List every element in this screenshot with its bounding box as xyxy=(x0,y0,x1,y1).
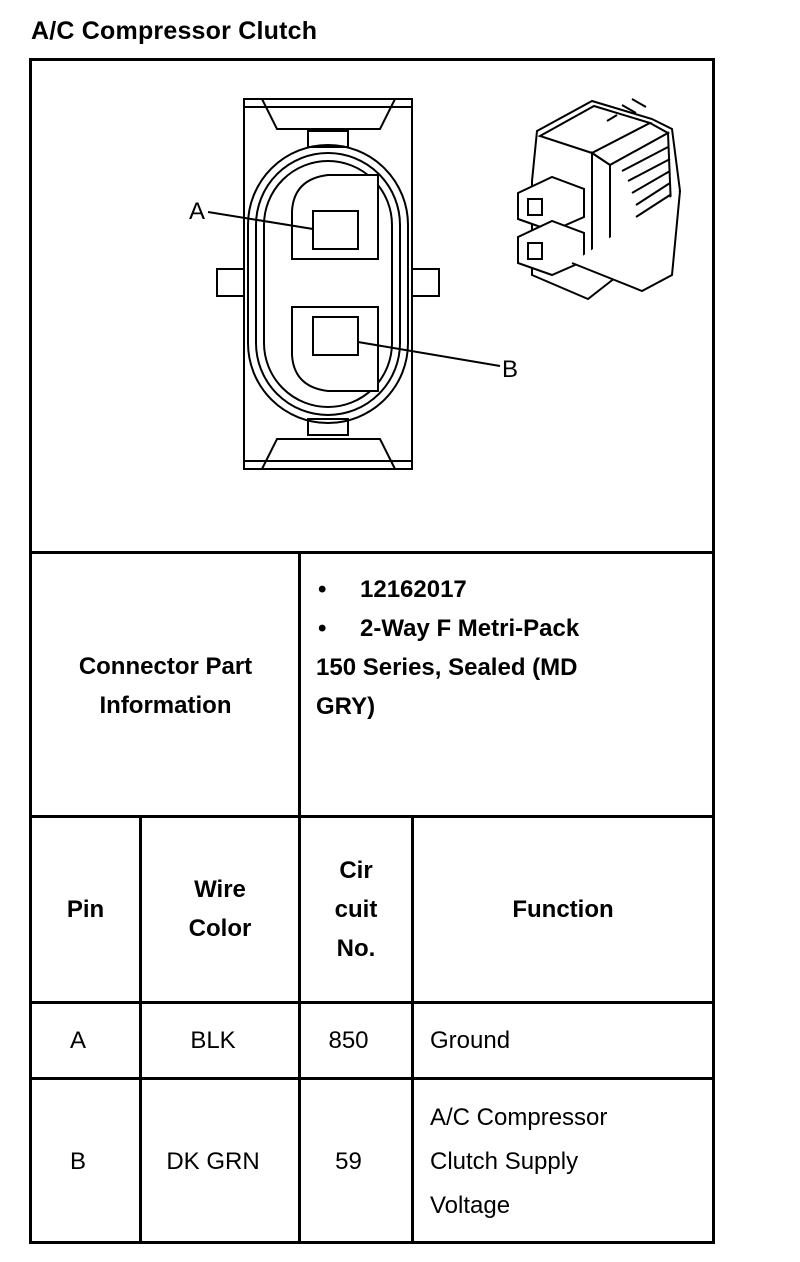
divider xyxy=(29,1077,715,1080)
connector-type-item: • 2-Way F Metri-Pack xyxy=(316,609,706,648)
part-number: 12162017 xyxy=(360,576,467,603)
pin-b-callout: B xyxy=(502,356,518,383)
divider xyxy=(29,815,715,818)
circuit-header-line: cuit xyxy=(334,895,378,923)
page-title: A/C Compressor Clutch xyxy=(31,17,318,45)
circuit-header-line: Cir xyxy=(339,856,373,884)
table-row-circuit: 850 xyxy=(328,1026,369,1054)
wire-color-header-line: Color xyxy=(188,915,252,942)
function-line: A/C Compressor xyxy=(430,1104,608,1131)
connector-type-continued: 150 Series, Sealed (MD xyxy=(316,654,578,681)
connector-diagram: A B xyxy=(32,61,712,551)
table-frame xyxy=(29,58,715,1244)
table-row-circuit: 59 xyxy=(335,1148,362,1175)
part-number-item: • 12162017 xyxy=(316,570,706,609)
function-line: Clutch Supply xyxy=(430,1148,579,1175)
connector-part-label: Connector Part Information xyxy=(32,555,299,816)
bullet-icon: • xyxy=(318,615,327,642)
wire-color-header-line: Wire xyxy=(194,876,246,903)
wire-color-header: Wire Color xyxy=(142,817,298,1001)
table-row-pin: B xyxy=(69,1148,86,1175)
divider xyxy=(139,817,142,1244)
table-row-function: A/C Compressor Clutch Supply Voltage xyxy=(430,1080,710,1244)
pin-header: Pin xyxy=(66,895,105,923)
pin-a-callout: A xyxy=(189,198,205,225)
table-row-function: Ground xyxy=(430,1026,511,1054)
function-header: Function xyxy=(512,895,614,923)
divider xyxy=(298,553,301,1244)
connector-part-info: • 12162017 • 2-Way F Metri-Pack 150 Seri… xyxy=(316,570,706,726)
connector-isometric-icon xyxy=(517,98,682,301)
divider xyxy=(29,551,715,554)
connector-part-label-line: Information xyxy=(99,691,232,719)
connector-type: 2-Way F Metri-Pack xyxy=(360,615,580,642)
divider xyxy=(29,1001,715,1004)
table-row-pin: A xyxy=(69,1026,86,1054)
circuit-header-line: No. xyxy=(336,934,376,962)
divider xyxy=(411,817,414,1244)
connector-face-drawing: A B xyxy=(189,98,682,470)
connector-part-label-line: Connector Part xyxy=(78,652,253,680)
function-line: Voltage xyxy=(430,1192,511,1219)
table-row-wire-color: DK GRN xyxy=(166,1148,260,1175)
connector-type-continued: GRY) xyxy=(316,693,376,720)
table-row-wire-color: BLK xyxy=(190,1026,236,1054)
bullet-icon: • xyxy=(318,576,327,603)
circuit-header: Cir cuit No. xyxy=(301,817,411,1001)
